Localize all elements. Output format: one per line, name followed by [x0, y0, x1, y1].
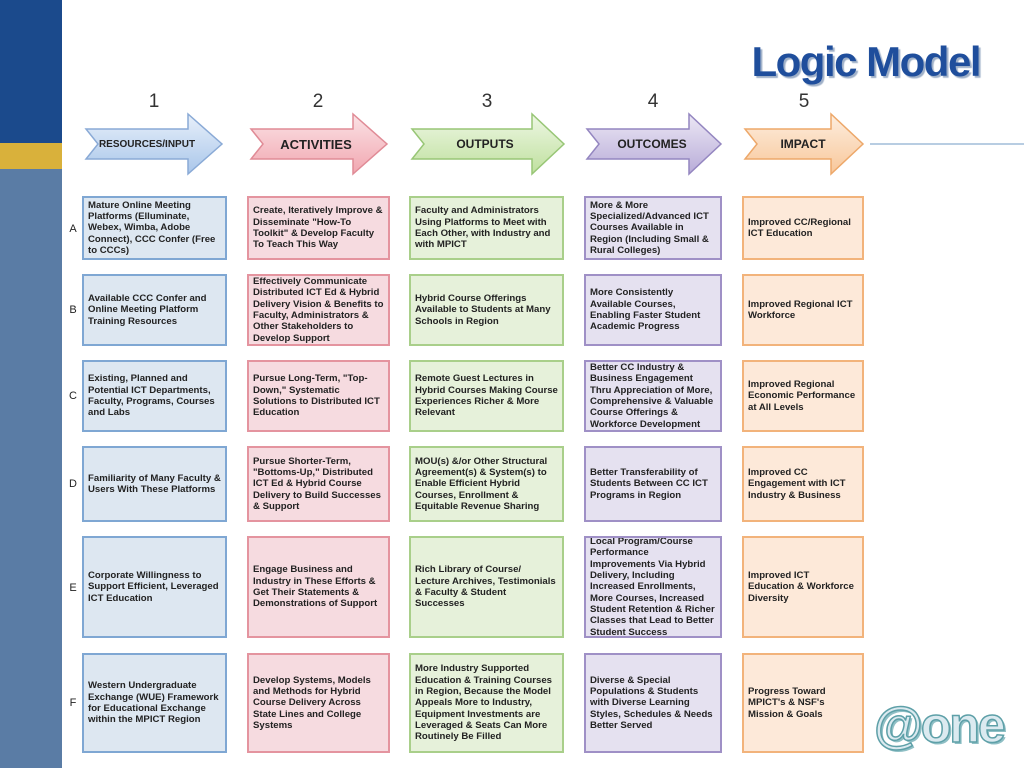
cell-e-impact: Improved ICT Education & Workforce Diver… [742, 536, 864, 638]
left-bar-dark-segment [0, 0, 62, 143]
cell-text: Pursue Shorter-Term, "Bottoms-Up," Distr… [253, 455, 381, 512]
arrow-label-activities: ACTIVITIES [280, 136, 352, 152]
row-letter-f: F [69, 697, 77, 709]
cell-text: Corporate Willingness to Support Efficie… [88, 570, 219, 604]
cell-text: More Industry Supported Education & Trai… [415, 663, 552, 743]
cell-e-outputs: Rich Library of Course/ Lecture Archives… [409, 536, 564, 638]
arrow-label-impact: IMPACT [780, 137, 826, 151]
cell-a-outputs: Faculty and Administrators Using Platfor… [409, 196, 564, 260]
cell-text: Develop Systems, Models and Methods for … [253, 674, 371, 731]
cell-d-activities: Pursue Shorter-Term, "Bottoms-Up," Distr… [247, 446, 390, 522]
cell-text: Available CCC Confer and Online Meeting … [88, 293, 207, 327]
arrow-outputs-shape [410, 112, 566, 176]
arrow-resources-shape [84, 112, 224, 176]
row-letter-a: A [69, 223, 77, 235]
left-bar-steel-segment [0, 169, 62, 768]
cell-text: Mature Online Meeting Platforms (Ellumin… [88, 199, 216, 256]
column-number-5: 5 [798, 91, 810, 112]
arrow-impact: IMPACT [743, 112, 865, 176]
column-number-3: 3 [481, 91, 493, 112]
arrow-label-resources: RESOURCES/INPUT [98, 138, 196, 150]
cell-c-outputs: Remote Guest Lectures in Hybrid Courses … [409, 360, 564, 432]
cell-f-outcomes: Diverse & Special Populations & Students… [584, 653, 722, 753]
cell-a-resources: Mature Online Meeting Platforms (Ellumin… [82, 196, 227, 260]
cell-text: Local Program/Course Performance Improve… [590, 536, 715, 638]
cell-text: Existing, Planned and Potential ICT Depa… [88, 373, 215, 419]
cell-text: Hybrid Course Offerings Available to Stu… [415, 293, 551, 327]
cell-text: More & More Specialized/Advanced ICT Cou… [590, 199, 709, 256]
header-divider-line [870, 143, 1024, 145]
arrow-outcomes-shape [585, 112, 723, 176]
cell-b-impact: Improved Regional ICT Workforce [742, 274, 864, 346]
row-letter-e: E [69, 582, 77, 594]
arrow-activities: ACTIVITIES [249, 112, 389, 176]
arrow-label-outcomes: OUTCOMES [617, 137, 687, 151]
cell-e-outcomes: Local Program/Course Performance Improve… [584, 536, 722, 638]
cell-f-activities: Develop Systems, Models and Methods for … [247, 653, 390, 753]
cell-c-outcomes: Better CC Industry & Business Engagement… [584, 360, 722, 432]
cell-a-outcomes: More & More Specialized/Advanced ICT Cou… [584, 196, 722, 260]
cell-text: Improved CC Engagement with ICT Industry… [748, 467, 846, 501]
cell-d-outputs: MOU(s) &/or Other Structural Agreement(s… [409, 446, 564, 522]
cell-text: Improved Regional ICT Workforce [748, 298, 853, 321]
cell-d-impact: Improved CC Engagement with ICT Industry… [742, 446, 864, 522]
cell-text: Western Undergraduate Exchange (WUE) Fra… [88, 680, 219, 726]
cell-text: Engage Business and Industry in These Ef… [253, 564, 378, 610]
column-number-2: 2 [312, 91, 324, 112]
slide-title: Logic Model [751, 38, 982, 85]
cell-text: Progress Toward MPICT's & NSF's Mission … [748, 686, 826, 720]
cell-a-impact: Improved CC/Regional ICT Education [742, 196, 864, 260]
arrow-activities-shape [249, 112, 389, 176]
cell-c-impact: Improved Regional Economic Performance a… [742, 360, 864, 432]
cell-text: Create, Iteratively Improve & Disseminat… [253, 205, 383, 251]
cell-text: Faculty and Administrators Using Platfor… [415, 205, 551, 251]
cell-text: MOU(s) &/or Other Structural Agreement(s… [415, 455, 548, 512]
cell-b-resources: Available CCC Confer and Online Meeting … [82, 274, 227, 346]
row-letter-b: B [69, 304, 77, 316]
cell-text: More Consistently Available Courses, Ena… [590, 287, 701, 333]
arrow-outputs: OUTPUTS [410, 112, 566, 176]
cell-f-outputs: More Industry Supported Education & Trai… [409, 653, 564, 753]
column-number-1: 1 [148, 91, 160, 112]
arrow-resources-input: RESOURCES/INPUT [84, 112, 224, 176]
arrow-outcomes: OUTCOMES [585, 112, 723, 176]
left-accent-bar [0, 0, 62, 768]
cell-text: Better CC Industry & Business Engagement… [590, 362, 714, 430]
cell-c-resources: Existing, Planned and Potential ICT Depa… [82, 360, 227, 432]
cell-d-outcomes: Better Transferability of Students Betwe… [584, 446, 722, 522]
cell-d-resources: Familiarity of Many Faculty & Users With… [82, 446, 227, 522]
at-one-logo: @one [873, 697, 1006, 753]
cell-b-activities: Effectively Communicate Distributed ICT … [247, 274, 390, 346]
cell-e-resources: Corporate Willingness to Support Efficie… [82, 536, 227, 638]
arrow-impact-shape [743, 112, 865, 176]
cell-text: Rich Library of Course/ Lecture Archives… [415, 564, 556, 610]
cell-c-activities: Pursue Long-Term, "Top-Down," Systematic… [247, 360, 390, 432]
cell-text: Effectively Communicate Distributed ICT … [253, 276, 384, 344]
cell-text: Better Transferability of Students Betwe… [590, 467, 708, 501]
cell-e-activities: Engage Business and Industry in These Ef… [247, 536, 390, 638]
column-number-4: 4 [647, 91, 659, 112]
cell-f-resources: Western Undergraduate Exchange (WUE) Fra… [82, 653, 227, 753]
row-letter-c: C [69, 390, 77, 402]
cell-text: Pursue Long-Term, "Top-Down," Systematic… [253, 373, 380, 419]
cell-b-outputs: Hybrid Course Offerings Available to Stu… [409, 274, 564, 346]
cell-f-impact: Progress Toward MPICT's & NSF's Mission … [742, 653, 864, 753]
cell-text: Improved CC/Regional ICT Education [748, 216, 851, 239]
cell-a-activities: Create, Iteratively Improve & Disseminat… [247, 196, 390, 260]
cell-b-outcomes: More Consistently Available Courses, Ena… [584, 274, 722, 346]
cell-text: Improved ICT Education & Workforce Diver… [748, 570, 854, 604]
cell-text: Remote Guest Lectures in Hybrid Courses … [415, 373, 558, 419]
cell-text: Improved Regional Economic Performance a… [748, 379, 856, 413]
row-letter-d: D [69, 478, 77, 490]
left-bar-gold-segment [0, 143, 62, 169]
cell-text: Diverse & Special Populations & Students… [590, 674, 713, 731]
arrow-label-outputs: OUTPUTS [456, 137, 514, 151]
cell-text: Familiarity of Many Faculty & Users With… [88, 472, 221, 495]
